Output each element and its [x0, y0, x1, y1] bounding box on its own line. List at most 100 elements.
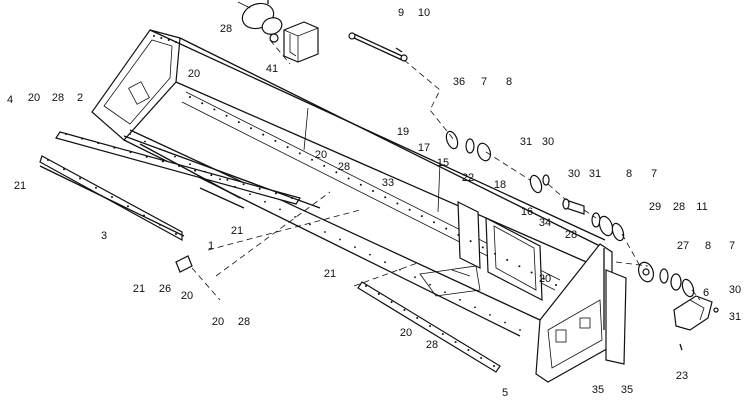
- bolt-hole: [445, 227, 448, 230]
- bolt-hole: [323, 164, 326, 167]
- bolt-hole: [369, 253, 371, 256]
- assembly-lines: [191, 39, 701, 301]
- bolt-hole: [213, 108, 216, 111]
- bolt-hole: [489, 314, 491, 316]
- bolt-hole: [291, 197, 293, 199]
- bolt-hole: [226, 178, 229, 181]
- bolt-hole: [225, 114, 228, 117]
- bolt-hole: [365, 285, 367, 287]
- main-housing: [91, 29, 627, 383]
- bolt-hole: [542, 277, 545, 280]
- bolt-hole: [95, 186, 97, 189]
- bolt-hole: [274, 192, 277, 195]
- callout-label-31: 31: [589, 168, 601, 180]
- bolt-hole: [249, 193, 251, 196]
- callout-label-29: 29: [649, 201, 661, 213]
- bolt-hole: [444, 291, 446, 294]
- bolt-hole: [194, 169, 197, 172]
- callout-label-20: 20: [181, 290, 193, 302]
- front-strip-part-21-left: [199, 187, 245, 209]
- callout-label-20: 20: [400, 327, 412, 339]
- bolt-hole: [519, 329, 521, 331]
- callout-label-36: 36: [453, 76, 465, 88]
- cover-box-part-41: [283, 21, 319, 63]
- callout-label-8: 8: [705, 240, 711, 252]
- bolt-hole: [145, 155, 148, 158]
- bolt-hole: [129, 133, 131, 135]
- bolt-hole: [129, 151, 132, 154]
- callout-label-18: 18: [494, 179, 506, 191]
- bolt-hole: [161, 160, 164, 163]
- callout-label-28: 28: [673, 201, 685, 213]
- bolt-hole: [384, 261, 386, 264]
- inner-rail-part-21: [123, 135, 321, 209]
- bolt-hole: [481, 246, 484, 249]
- bolt-hole: [79, 177, 81, 180]
- bolt-hole: [396, 202, 399, 205]
- callout-label-28: 28: [338, 161, 350, 173]
- bolt-hole: [504, 321, 506, 324]
- bolt-hole: [250, 127, 252, 130]
- bolt-hole: [474, 306, 476, 309]
- callout-label-28: 28: [238, 316, 250, 328]
- callout-label-21: 21: [133, 283, 145, 295]
- bolt-hole: [237, 121, 240, 124]
- bolt-hole: [113, 146, 116, 149]
- callout-label-19: 19: [397, 126, 409, 138]
- bolt-hole: [294, 216, 296, 218]
- bolt-hole: [178, 165, 180, 167]
- callout-label-3: 3: [101, 230, 107, 242]
- callout-label-15: 15: [437, 157, 449, 169]
- callout-label-30: 30: [568, 168, 580, 180]
- bolt-hole: [420, 215, 423, 218]
- bolt-hole: [189, 96, 191, 98]
- bolt-hole: [81, 137, 84, 140]
- bolt-hole: [384, 196, 387, 199]
- bolt-hole: [144, 140, 146, 143]
- callout-label-17: 17: [418, 142, 430, 154]
- bolt-hole: [279, 208, 281, 211]
- bolt-hole: [480, 357, 483, 359]
- bolt-hole: [429, 283, 431, 286]
- bolt-hole: [160, 37, 163, 39]
- callout-label-33: 33: [382, 177, 394, 189]
- bolt-hole: [234, 185, 236, 188]
- bolt-hole: [339, 238, 341, 241]
- bolt-hole: [264, 200, 266, 203]
- bolt-hole: [506, 258, 509, 261]
- callout-label-28: 28: [52, 92, 64, 104]
- callout-label-20: 20: [188, 68, 200, 80]
- callout-label-7: 7: [729, 240, 735, 252]
- front-strip-part-3: [39, 165, 185, 237]
- callout-label-21: 21: [14, 180, 26, 192]
- bolt-holes: [47, 35, 557, 367]
- clip-part-1: [175, 255, 193, 273]
- bolt-hole: [167, 39, 170, 41]
- bolt-hole: [175, 233, 177, 235]
- bracket-part-6: [673, 295, 719, 351]
- bolt-hole: [65, 133, 67, 135]
- bolt-hole: [408, 208, 411, 211]
- bolt-hole: [274, 139, 277, 142]
- callout-label-5: 5: [502, 387, 508, 399]
- rod-part-9: [348, 32, 408, 62]
- callout-label-8: 8: [506, 76, 512, 88]
- bolt-hole: [143, 214, 145, 217]
- bolt-hole: [159, 148, 161, 151]
- callout-label-30: 30: [542, 136, 554, 148]
- bolt-hole: [97, 142, 100, 145]
- callout-label-26: 26: [159, 283, 171, 295]
- bolt-hole: [309, 223, 311, 226]
- bolt-hole: [174, 155, 176, 158]
- callout-label-21: 21: [231, 225, 243, 237]
- bolt-hole: [467, 349, 470, 351]
- callout-label-11: 11: [696, 201, 707, 213]
- callout-label-35: 35: [621, 384, 633, 396]
- callout-label-1: 1: [208, 240, 214, 252]
- bolt-hole: [210, 174, 213, 177]
- bolt-hole: [324, 231, 326, 233]
- callout-label-28: 28: [565, 229, 577, 241]
- bolt-hole: [457, 233, 460, 236]
